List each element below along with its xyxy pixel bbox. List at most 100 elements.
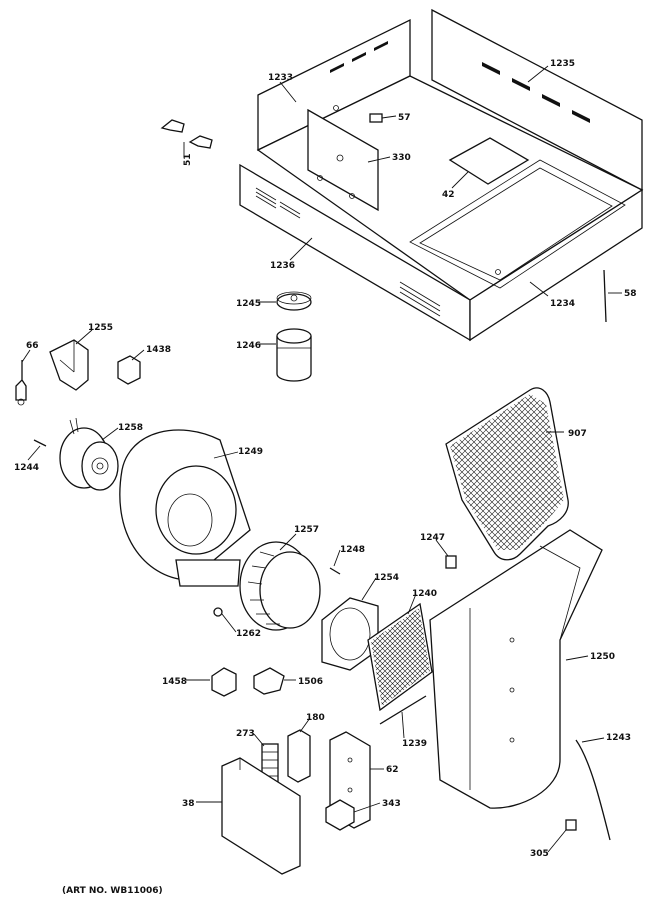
callout-62: 62 bbox=[386, 765, 399, 775]
screen-mesh-line bbox=[374, 608, 430, 706]
callout-1506: 1506 bbox=[298, 677, 323, 687]
filter-mesh-line bbox=[450, 394, 561, 550]
screen-mesh-line bbox=[371, 608, 430, 706]
filter-mesh-line bbox=[592, 380, 656, 570]
filter-mesh-line bbox=[450, 394, 543, 550]
filter-mesh-line bbox=[622, 380, 656, 570]
callout-1243: 1243 bbox=[606, 733, 631, 743]
blower-wheel-1257 bbox=[239, 541, 321, 631]
cord-1243 bbox=[575, 739, 611, 841]
duct-1250 bbox=[429, 529, 603, 809]
filter-mesh-line bbox=[495, 394, 564, 550]
filter-mesh-line bbox=[450, 394, 564, 550]
filter-mesh-line bbox=[450, 394, 483, 550]
filter-mesh-line bbox=[598, 380, 656, 570]
callout-labels: 1233 1235 57 51 330 42 1236 1234 58 1245… bbox=[14, 59, 637, 859]
callout-343: 343 bbox=[382, 799, 401, 809]
filter-mesh-line bbox=[580, 380, 656, 570]
callout-1255: 1255 bbox=[88, 323, 113, 333]
filter-mesh-line bbox=[495, 394, 564, 550]
filter-mesh-line bbox=[450, 394, 477, 550]
filter-mesh-line bbox=[450, 394, 555, 550]
filter-mesh-line bbox=[634, 380, 656, 570]
screen-mesh-line bbox=[389, 608, 430, 706]
filter-mesh-line bbox=[513, 394, 564, 550]
filter-mesh-line bbox=[640, 380, 656, 570]
filter-screen-907 bbox=[256, 380, 656, 570]
blower-housing-1249 bbox=[119, 429, 251, 587]
callout-1234: 1234 bbox=[550, 299, 575, 309]
callout-66: 66 bbox=[26, 341, 39, 351]
grease-jar bbox=[276, 291, 312, 382]
callout-305: 305 bbox=[530, 849, 549, 859]
callout-38: 38 bbox=[182, 799, 195, 809]
filter-mesh-line bbox=[592, 380, 656, 570]
callout-907: 907 bbox=[568, 429, 587, 439]
callout-1458: 1458 bbox=[162, 677, 187, 687]
screw-1248 bbox=[329, 567, 341, 575]
callout-1258: 1258 bbox=[118, 423, 143, 433]
filter-mesh-line bbox=[450, 394, 564, 550]
leader-lines bbox=[21, 65, 622, 853]
callout-330: 330 bbox=[392, 153, 411, 163]
filter-mesh-line bbox=[450, 394, 537, 550]
filter-mesh-line bbox=[256, 380, 446, 570]
filter-mesh-line bbox=[646, 380, 656, 570]
rod-1239 bbox=[379, 695, 427, 725]
switch-1506 bbox=[253, 667, 285, 695]
callout-1240: 1240 bbox=[412, 589, 437, 599]
screen-mesh-line bbox=[371, 608, 430, 706]
filter-mesh-line bbox=[580, 380, 656, 570]
bracket-180 bbox=[287, 729, 311, 783]
filter-mesh-line bbox=[471, 394, 564, 550]
jar-lid-1245 bbox=[276, 293, 312, 311]
switch-1458 bbox=[211, 667, 237, 697]
filter-mesh-line bbox=[450, 394, 543, 550]
filter-mesh-line bbox=[646, 380, 656, 570]
screen-mesh-line bbox=[394, 608, 430, 706]
callout-1236: 1236 bbox=[270, 261, 295, 271]
callout-1257: 1257 bbox=[294, 525, 319, 535]
filter-mesh-line bbox=[634, 380, 656, 570]
callout-1438: 1438 bbox=[146, 345, 171, 355]
screen-mesh-line bbox=[371, 608, 430, 706]
callout-1248: 1248 bbox=[340, 545, 365, 555]
chassis-assembly bbox=[239, 8, 644, 342]
filter-mesh-line bbox=[652, 380, 656, 570]
filter-mesh-line bbox=[450, 394, 531, 550]
filter-mesh-line bbox=[450, 394, 477, 550]
filter-mesh-line bbox=[450, 394, 525, 550]
callout-180: 180 bbox=[306, 713, 325, 723]
callout-1245: 1245 bbox=[236, 299, 261, 309]
relay-343 bbox=[325, 799, 355, 831]
callout-1235: 1235 bbox=[550, 59, 575, 69]
filter-mesh-line bbox=[610, 380, 656, 570]
callout-58: 58 bbox=[624, 289, 637, 299]
filter-mesh-line bbox=[450, 394, 564, 550]
screen-mesh-line bbox=[371, 608, 430, 706]
art-number: (ART NO. WB11006) bbox=[62, 886, 163, 896]
filter-mesh-line bbox=[450, 394, 483, 550]
filter-mesh-line bbox=[450, 394, 564, 550]
filter-mesh-line bbox=[586, 380, 656, 570]
filter-mesh-line bbox=[489, 394, 564, 550]
jar-1246 bbox=[276, 336, 312, 382]
filter-mesh-line bbox=[450, 394, 564, 550]
callout-1244: 1244 bbox=[14, 463, 39, 473]
callout-1262: 1262 bbox=[236, 629, 261, 639]
screen-mesh-line bbox=[371, 608, 430, 706]
filter-mesh-line bbox=[598, 380, 656, 570]
callout-273: 273 bbox=[236, 729, 255, 739]
filter-mesh-line bbox=[616, 380, 656, 570]
screen-mesh-line bbox=[399, 608, 430, 706]
filter-mesh-line bbox=[471, 394, 564, 550]
callout-1233: 1233 bbox=[268, 73, 293, 83]
cover-38 bbox=[221, 757, 301, 875]
clip-57 bbox=[369, 113, 383, 123]
front-vents bbox=[255, 187, 441, 317]
filter-mesh-line bbox=[477, 394, 564, 550]
switch-1438 bbox=[117, 355, 141, 385]
rod-58 bbox=[603, 269, 607, 323]
callout-1254: 1254 bbox=[374, 573, 399, 583]
